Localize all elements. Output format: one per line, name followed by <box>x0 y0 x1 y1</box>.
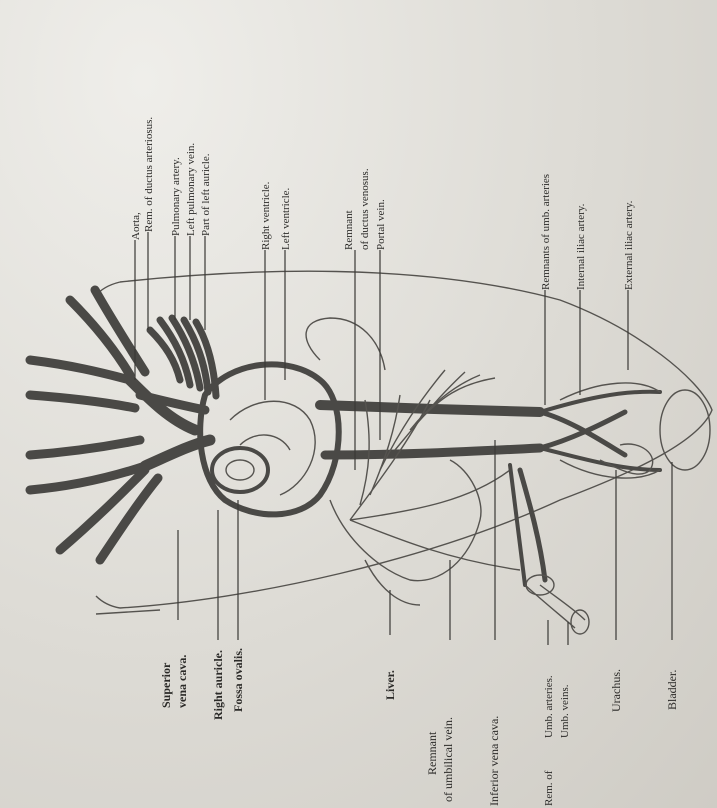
label-urachus: Urachus. <box>609 669 623 712</box>
great-vessels <box>30 290 216 560</box>
label-vena-cava: vena cava. <box>175 655 189 708</box>
label-rem-of: Rem. of <box>543 770 555 806</box>
label-of-ductus-venosus: of ductus venosus. <box>359 168 371 250</box>
leader-lines <box>135 232 672 645</box>
label-right-auricle: Right auricle. <box>211 650 225 720</box>
label-superior: Superior <box>159 662 173 708</box>
label-portal-vein: Portal vein. <box>375 199 387 250</box>
label-remnant-umb-vein: Remnant <box>425 731 439 775</box>
umbilical-region <box>510 390 710 634</box>
label-remnant-ductus-venosus: Remnant <box>343 210 355 250</box>
label-of-umbilical-vein: of umbilical vein. <box>441 717 455 802</box>
label-left-ventricle: Left ventricle. <box>280 187 292 250</box>
label-remnants-umb-arteries: Remnants of umb. arteries <box>540 174 552 290</box>
label-inferior-vena-cava: Inferior vena cava. <box>487 716 501 806</box>
labels-bottom: Superior vena cava. Right auricle. Fossa… <box>159 648 679 806</box>
label-liver: Liver. <box>383 670 397 700</box>
label-internal-iliac-artery: Internal iliac artery. <box>575 203 587 290</box>
label-rem-ductus-arteriosus: Rem. of ductus arteriosus. <box>143 117 155 232</box>
label-fossa-ovalis: Fossa ovalis. <box>231 648 245 712</box>
label-pulmonary-artery: Pulmonary artery. <box>170 157 182 236</box>
label-umb-veins: Umb. veins. <box>559 684 571 738</box>
label-umb-arteries: Umb. arteries. <box>543 675 555 738</box>
labels-top: Aorta, Rem. of ductus arteriosus. Pulmon… <box>130 117 635 290</box>
label-part-left-auricle: Part of left auricle. <box>200 153 212 236</box>
label-aorta: Aorta, <box>130 212 142 240</box>
heart <box>200 364 339 514</box>
label-left-pulmonary-vein: Left pulmonary vein. <box>185 143 197 236</box>
label-external-iliac-artery: External iliac artery. <box>623 200 635 290</box>
label-right-ventricle: Right ventricle. <box>260 181 272 250</box>
label-bladder: Bladder. <box>665 670 679 710</box>
